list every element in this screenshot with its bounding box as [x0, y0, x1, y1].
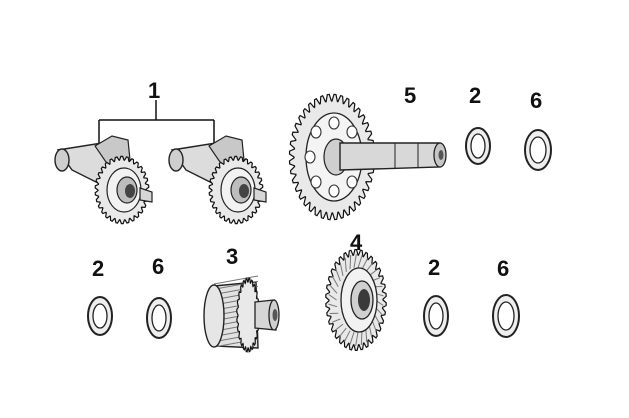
callout-2-left: 2	[92, 256, 104, 281]
helix-line	[331, 276, 339, 288]
helical-gear-part-3	[203, 275, 280, 353]
callout-5: 5	[404, 83, 416, 108]
callout-2-top: 2	[469, 83, 481, 108]
callout-2-right: 2	[428, 255, 440, 280]
washer-2-right	[423, 295, 449, 337]
helix-line	[339, 262, 344, 277]
callout-6-right: 6	[497, 256, 509, 281]
washer-6-top	[524, 129, 552, 171]
helix-line	[357, 255, 363, 268]
washer-6-left	[146, 297, 172, 339]
leader-bracket-part-1	[98, 100, 215, 143]
callout-1: 1	[148, 78, 160, 103]
helix-line	[339, 327, 347, 338]
washer-2-top	[465, 127, 491, 165]
helix-line	[360, 330, 363, 346]
helix-line	[213, 275, 259, 285]
washer-6-right	[492, 294, 520, 338]
helix-line	[353, 254, 357, 268]
helix-line	[355, 332, 359, 346]
helix-line	[344, 257, 347, 272]
helix-line	[361, 258, 369, 270]
callout-6-top: 6	[530, 88, 542, 113]
helix-line	[329, 284, 338, 294]
helix-line	[331, 318, 341, 323]
gear-shaft-part-1-left	[54, 135, 153, 225]
helix-line	[343, 330, 351, 342]
helix-line	[349, 332, 355, 345]
helical-gear-part-4	[325, 249, 387, 351]
helix-line	[328, 294, 337, 301]
gear-shaft-part-1-right	[168, 135, 267, 225]
gear-teeth	[236, 277, 260, 353]
helix-line	[335, 268, 341, 282]
helix-line	[334, 323, 344, 331]
gear-shaft-part-5	[288, 93, 447, 221]
callout-6-left: 6	[152, 254, 164, 279]
washer-2-left	[87, 296, 113, 336]
callout-3: 3	[226, 244, 238, 269]
helix-line	[349, 254, 352, 270]
callout-4: 4	[350, 230, 363, 255]
helix-line	[328, 303, 338, 308]
